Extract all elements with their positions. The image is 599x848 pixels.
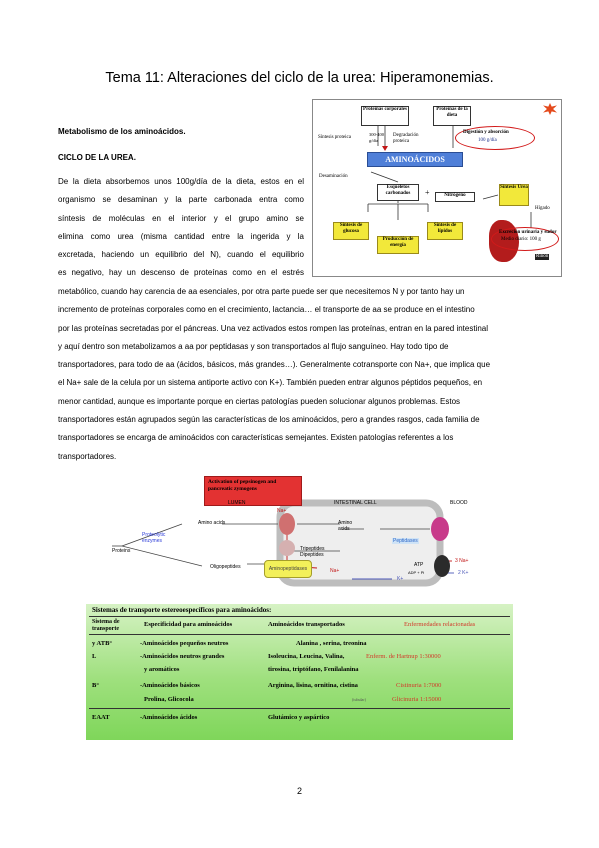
- box-proteinas-dieta: Proteínas de la dieta: [433, 106, 471, 126]
- paragraph-line: y aquí dentro son metabolizamos a aa por…: [58, 341, 449, 351]
- table-cell-disease: Cistinuria 1:7000: [396, 682, 442, 689]
- label-two-k: 2 K+: [458, 570, 469, 576]
- table-cell-note: (tubular): [352, 697, 366, 702]
- table-cell-aa: Isoleucina, Leucina, Valina,: [268, 653, 345, 660]
- label-degradacion: Degradación proteica: [393, 133, 419, 144]
- highlight-digestion: [455, 126, 535, 150]
- paragraph-line: organismo se desaminan y la parte carbon…: [58, 195, 304, 205]
- label-blood: BLOOD: [450, 500, 468, 506]
- label-desaminacion: Desaminación: [319, 174, 348, 179]
- table-rule: [89, 634, 510, 635]
- table-cell-sys: L: [92, 653, 97, 660]
- paragraph-line: transportadores están agrupados según la…: [58, 415, 480, 425]
- paragraph-line: menor cantidad, aunque es importante por…: [58, 396, 461, 406]
- box-proteinas-corporales: Proteínas corporales: [361, 106, 409, 126]
- page-title: Tema 11: Alteraciones del ciclo de la ur…: [105, 70, 494, 86]
- table-cell-spec: y aromáticos: [144, 666, 180, 673]
- table-cell-aa: Arginina, lisina, ornitina, cistina: [268, 682, 358, 689]
- paragraph-line: por las proteínas secretadas por el pánc…: [58, 323, 489, 333]
- label-digestion: Digestión y absorción: [463, 130, 509, 135]
- paragraph-line: De la dieta absorbemos unos 100g/día de …: [58, 177, 304, 186]
- section-heading-metabolismo: Metabolismo de los aminoácidos.: [58, 127, 186, 136]
- label-higado: Hígado: [535, 206, 550, 211]
- label-intestinal-cell: INTESTINAL CELL: [334, 500, 377, 506]
- table-cell-aa: Glutámico y aspártico: [268, 714, 330, 721]
- label-cantidad: 300-400 g/día: [369, 132, 384, 143]
- label-sintesis-proteica: Síntesis proteica: [318, 135, 351, 140]
- paragraph-line: elimina como urea (misma cantidad entre …: [58, 231, 304, 241]
- label-proteolytic: Proteolytic enzymes: [142, 532, 166, 544]
- table-cell-aa: tirosina, triptófano, Fenilalanina: [268, 666, 359, 673]
- box-aminopeptidases: Aminopeptidases: [264, 560, 312, 578]
- box-nitrogeno: Nitrógeno: [435, 192, 475, 202]
- table-cell-sys: B°: [92, 682, 99, 689]
- label-rinon: Riñón: [535, 254, 550, 260]
- label-peptidases: Peptidases: [392, 538, 419, 544]
- table-header-enfermedades: Enfermedades relacionadas: [404, 621, 476, 628]
- highlight-excrecion: [491, 227, 559, 251]
- label-proteins: Proteins: [112, 548, 131, 554]
- figure-amino-acid-metabolism: Proteínas corporales Proteínas de la die…: [312, 99, 562, 277]
- label-oligopeptides: Oligopeptides: [210, 564, 241, 570]
- section-heading-ciclo-urea: CICLO DE LA UREA.: [58, 153, 136, 162]
- paragraph-line: metabólico, cuando hay carencia de aa es…: [58, 287, 465, 296]
- label-na-1: Na+: [277, 508, 287, 514]
- table-cell-spec: -Aminoácidos pequeños neutros: [140, 640, 229, 647]
- paragraph-line: excretada, haciendo un equilibrio del N)…: [58, 250, 304, 260]
- label-amino-acids-cell: Amino acids: [338, 520, 353, 532]
- paragraph-intro: De la dieta absorbemos unos 100g/día de …: [58, 173, 304, 283]
- paragraph-line: transportadores.: [58, 451, 117, 461]
- paragraph-line: transportadores se encarga de aminoácido…: [58, 433, 454, 443]
- label-lumen: LUMEN: [228, 500, 246, 506]
- paragraph-line: transportadores, para todo de aa (ácidos…: [58, 360, 491, 370]
- table-cell-spec: -Aminoácidos ácidos: [140, 714, 198, 721]
- table-cell-sys: EAAT: [92, 714, 110, 721]
- page-number: 2: [296, 786, 302, 796]
- table-cell-spec: -Aminoácidos básicos: [140, 682, 200, 689]
- label-atp: ATP: [414, 562, 424, 568]
- paragraph-line: síntesis de moléculas en el interior y e…: [58, 213, 304, 223]
- box-sintesis-glucosa: Síntesis de glucosa: [333, 222, 369, 240]
- table-header-especificidad: Especificidad para aminoácidos: [144, 621, 233, 628]
- paragraph-line: es negativo, hay un descenso de proteína…: [58, 268, 304, 278]
- label-tripeptides: Tripeptides Dipeptides: [300, 546, 325, 558]
- band-aminoacidos: AMINOÁCIDOS: [367, 152, 463, 167]
- label-na-2: Na+: [330, 568, 340, 574]
- table-cell-disease: Enferm. de Hartnup 1:30000: [366, 653, 441, 660]
- box-produccion-energia: Producción de energía: [377, 236, 419, 254]
- table-cell-aa: Alanina , serina, treonina: [296, 640, 367, 647]
- label-adp: ADP + Pi: [408, 570, 425, 575]
- label-digestion-amount: 100 g/día: [478, 138, 497, 143]
- paragraph-body: metabólico, cuando hay carencia de aa es…: [58, 283, 542, 466]
- table-rule: [89, 616, 510, 617]
- label-excrecion: Excreción urinaria y sudor: [499, 230, 557, 235]
- label-three-na: 3 Na+: [455, 558, 469, 564]
- table-title: Sistemas de transporte estereoespecífico…: [92, 606, 272, 614]
- table-rule: [89, 708, 510, 709]
- label-excrecion-amount: Medio diario: 100 g: [501, 237, 541, 242]
- box-esqueletos: Esqueletos carbonados: [377, 184, 419, 201]
- paragraph-line: incremento de proteínas corporales como …: [58, 305, 475, 315]
- label-k-plus: K+: [397, 576, 404, 582]
- table-cell-disease: Glicinuria 1:15000: [392, 696, 442, 703]
- table-header-transportados: Aminoácidos transportados: [268, 621, 345, 628]
- box-sintesis-lipidos: Síntesis de lípidos: [427, 222, 463, 240]
- transport-systems-table: Sistemas de transporte estereoespecífico…: [86, 604, 513, 740]
- box-ciclo-urea: Síntesis Urea: [499, 184, 529, 206]
- figure2-shapes: [112, 499, 454, 587]
- paragraph-line: el Na+ sale de la celula por un sistema …: [58, 378, 483, 388]
- figure-intestinal-transport: Activation of pepsinogen and pancreatic …: [112, 476, 488, 588]
- label-plus: +: [425, 188, 430, 197]
- table-header-sistema: Sistema de transporte: [92, 619, 120, 632]
- box-activation: Activation of pepsinogen and pancreatic …: [204, 476, 302, 506]
- table-cell-sys: y ATB°: [92, 640, 112, 647]
- table-cell-spec: Prolina, Glicocola: [144, 696, 194, 703]
- label-amino-acids: Amino acids: [198, 520, 226, 526]
- table-cell-spec: -Aminoácidos neutros grandes: [140, 653, 225, 660]
